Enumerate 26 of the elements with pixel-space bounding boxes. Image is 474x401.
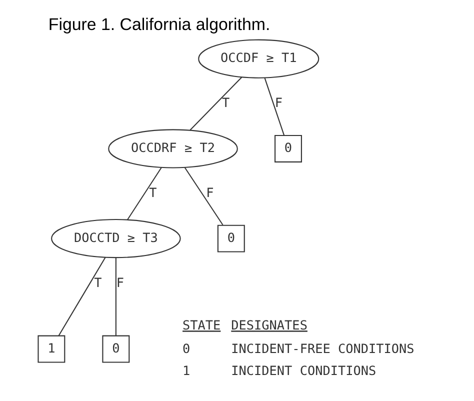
node-ellipse: OCCDRF ≥ T2 xyxy=(108,129,238,168)
node-box: 0 xyxy=(274,134,302,162)
edge-label: T xyxy=(94,274,102,290)
connector xyxy=(114,258,116,336)
edge-label: F xyxy=(274,95,282,110)
label: INCIDENT CONDITIONS xyxy=(230,363,376,378)
node-ellipse: OCCDF ≥ T1 xyxy=(198,39,319,78)
edge-label: T xyxy=(148,184,156,200)
edge-label: F xyxy=(206,184,214,200)
node-box: 1 xyxy=(37,335,65,363)
edge-label: F xyxy=(116,274,124,290)
edge-label: T xyxy=(222,95,230,110)
label: DESIGNATES xyxy=(230,318,307,333)
diagram-title: Figure 1. California algorithm. xyxy=(48,15,270,34)
node-box: 0 xyxy=(102,335,130,363)
connector xyxy=(126,167,162,220)
label: 1 xyxy=(182,363,190,378)
connector xyxy=(264,78,284,136)
label: INCIDENT-FREE CONDITIONS xyxy=(230,340,414,356)
label: STATE xyxy=(182,318,220,333)
connector xyxy=(184,167,223,226)
label: 0 xyxy=(182,340,190,356)
node-ellipse: DOCCTD ≥ T3 xyxy=(50,219,180,258)
connector xyxy=(58,257,106,336)
node-box: 0 xyxy=(216,224,244,252)
connector xyxy=(189,76,242,130)
